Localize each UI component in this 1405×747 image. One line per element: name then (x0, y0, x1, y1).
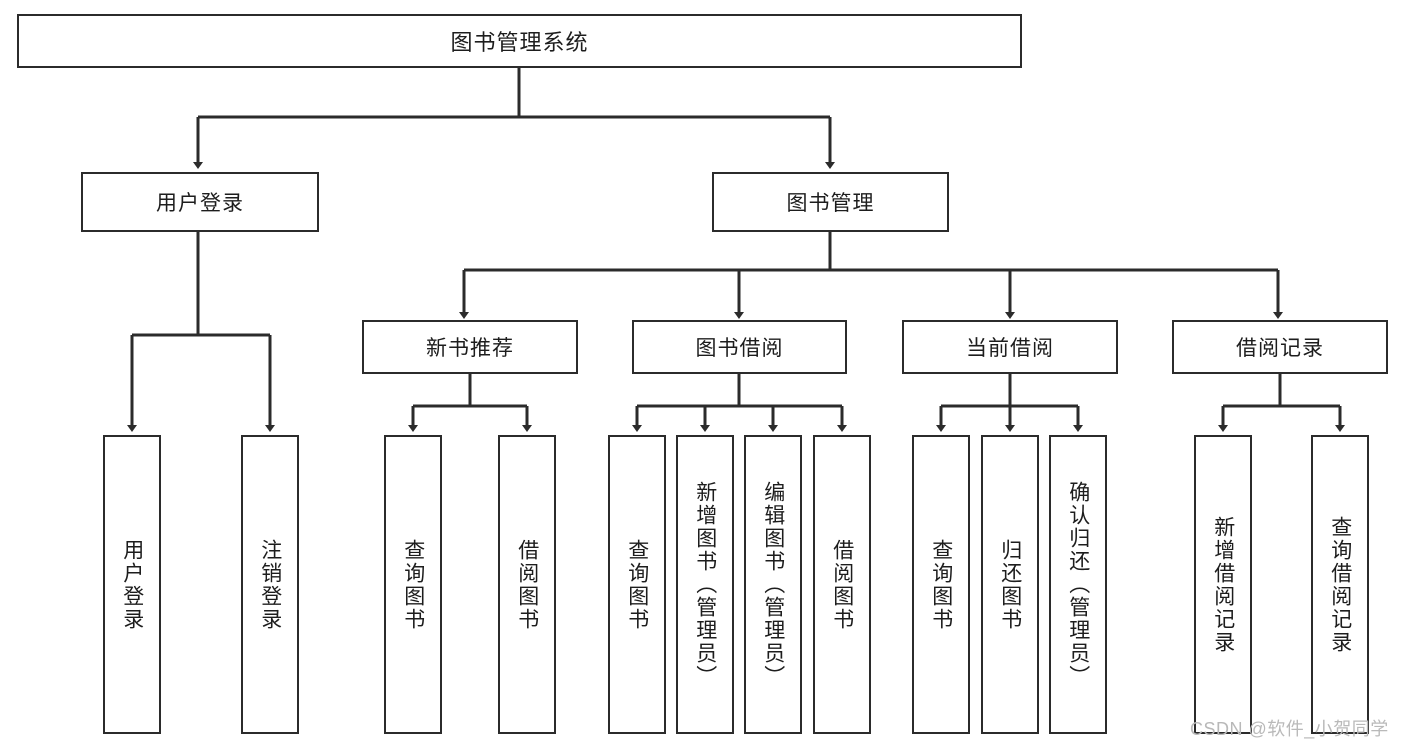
node-label: 借阅图书 (515, 538, 539, 631)
csdn-watermark: CSDN @软件_小贺同学 (1190, 719, 1389, 739)
node-leaf-query-borrow-record[interactable]: 查询借阅记录 (1311, 435, 1369, 734)
node-label: 借阅图书 (830, 538, 854, 631)
node-borrow-record[interactable]: 借阅记录 (1172, 320, 1388, 374)
node-leaf-return-book[interactable]: 归还图书 (981, 435, 1039, 734)
node-label: 查询图书 (401, 538, 425, 631)
node-label: 图书借阅 (695, 337, 784, 360)
node-label: 用户登录 (120, 538, 144, 631)
node-label: 图书管理系统 (450, 30, 589, 55)
node-leaf-query-book-current[interactable]: 查询图书 (912, 435, 970, 734)
node-label: 查询借阅记录 (1328, 515, 1352, 654)
node-label: 编辑图书（管理员） (761, 481, 785, 688)
node-leaf-add-book-admin[interactable]: 新增图书（管理员） (676, 435, 734, 734)
node-label: 当前借阅 (966, 337, 1054, 360)
node-label: 查询图书 (625, 538, 649, 631)
node-label: 确认归还（管理员） (1066, 481, 1090, 688)
node-label: 新增图书（管理员） (693, 481, 717, 688)
node-label: 归还图书 (998, 538, 1022, 631)
node-book-management[interactable]: 图书管理 (712, 172, 949, 232)
node-label: 用户登录 (156, 192, 244, 215)
node-leaf-borrow-book-recommend[interactable]: 借阅图书 (498, 435, 556, 734)
node-new-book-recommend[interactable]: 新书推荐 (362, 320, 578, 374)
node-user-login[interactable]: 用户登录 (81, 172, 319, 232)
node-leaf-query-book-borrow[interactable]: 查询图书 (608, 435, 666, 734)
node-leaf-logout[interactable]: 注销登录 (241, 435, 299, 734)
node-label: 新增借阅记录 (1211, 515, 1235, 654)
node-book-borrow[interactable]: 图书借阅 (632, 320, 847, 374)
node-current-borrow[interactable]: 当前借阅 (902, 320, 1118, 374)
node-label: 注销登录 (258, 538, 282, 631)
node-label: 图书管理 (786, 192, 875, 215)
node-root-book-management-system[interactable]: 图书管理系统 (17, 14, 1022, 68)
node-label: 查询图书 (929, 538, 953, 631)
node-leaf-edit-book-admin[interactable]: 编辑图书（管理员） (744, 435, 802, 734)
node-label: 借阅记录 (1236, 337, 1324, 360)
node-leaf-add-borrow-record[interactable]: 新增借阅记录 (1194, 435, 1252, 734)
node-leaf-confirm-return-admin[interactable]: 确认归还（管理员） (1049, 435, 1107, 734)
node-leaf-borrow-book[interactable]: 借阅图书 (813, 435, 871, 734)
node-leaf-user-login[interactable]: 用户登录 (103, 435, 161, 734)
node-label: 新书推荐 (426, 337, 514, 360)
node-leaf-query-book-recommend[interactable]: 查询图书 (384, 435, 442, 734)
